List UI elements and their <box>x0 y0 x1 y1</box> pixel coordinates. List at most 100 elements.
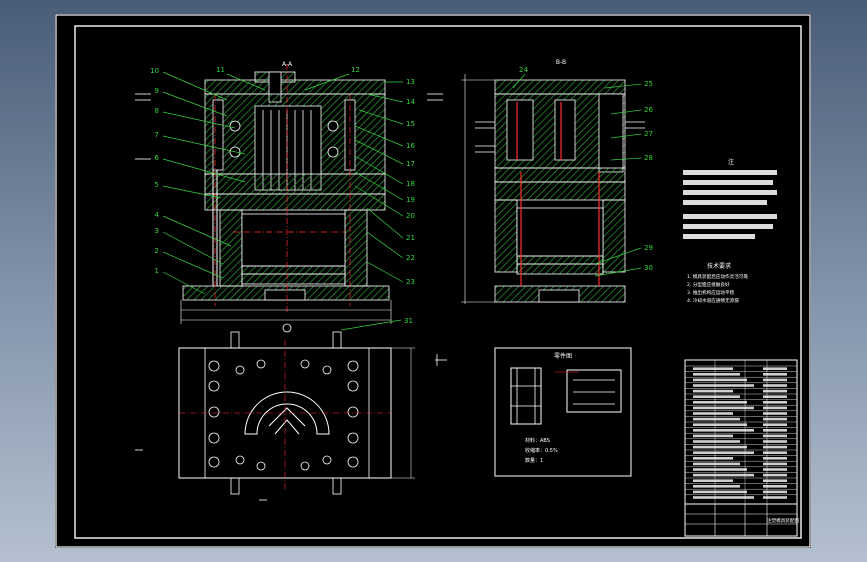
bom-row-entry <box>693 378 747 382</box>
bom-row-entry <box>693 373 740 376</box>
drawing-sheet: A-A <box>55 14 811 548</box>
part-number: 22 <box>406 254 415 262</box>
bom-row-entry <box>693 473 754 477</box>
inner-frame <box>74 25 802 539</box>
bom-row-entry <box>693 367 733 370</box>
bom-row-entry <box>763 373 787 376</box>
part-number: 18 <box>406 180 415 188</box>
tech-req-line: 1. 模具装配后应动作灵活可靠 <box>687 273 748 280</box>
part-labels-left: 10 9 8 7 6 5 4 3 2 1 <box>150 67 246 295</box>
bom-row-entry <box>763 496 787 499</box>
bom-row-entry <box>763 440 787 443</box>
bom-row-entry <box>693 384 754 387</box>
section-b-view: B-B <box>461 59 645 304</box>
bom-row-entry <box>693 457 733 460</box>
bom-row-entry <box>693 417 740 421</box>
section-a-label: A-A <box>282 61 293 68</box>
part-labels-section-b: 24 25 26 27 28 29 30 <box>512 66 653 277</box>
bom-row-entry <box>763 445 787 449</box>
bom-row-entry <box>763 473 787 477</box>
bom-row-entry <box>693 451 754 454</box>
bom-row-entry <box>693 395 740 398</box>
part-number: 21 <box>406 234 415 242</box>
bom-row-entry <box>693 468 747 471</box>
tech-req-line: 3. 推出机构应运动平稳 <box>687 289 735 296</box>
bom-row-entry <box>763 395 787 398</box>
bom-row-entry <box>693 479 733 482</box>
bom-row-entry <box>763 434 787 438</box>
bom-row-entry <box>693 462 740 466</box>
bom-row-entry <box>763 417 787 421</box>
part-number: 27 <box>644 130 653 138</box>
bom-row-entry <box>693 406 754 410</box>
part-number: 11 <box>216 66 225 74</box>
part-number: 26 <box>644 106 653 114</box>
parts-view-note: 材料：ABS <box>525 437 550 444</box>
part-label-bottom: 31 <box>340 317 413 331</box>
bom-row-entry <box>763 423 787 426</box>
title-block: 注塑模具装配图 <box>684 359 800 537</box>
bom-row-entry <box>763 378 787 382</box>
part-number: 13 <box>406 78 415 86</box>
bom-row-entry <box>693 434 733 438</box>
tech-req-title: 技术要求 <box>707 262 731 270</box>
bom-row-entry <box>763 468 787 471</box>
part-number: 25 <box>644 80 653 88</box>
bom-row-entry <box>763 429 787 432</box>
part-number: 10 <box>150 67 159 75</box>
part-number: 8 <box>155 107 159 115</box>
bom-row-entry <box>693 423 747 426</box>
drawing-canvas: A-A <box>55 14 811 548</box>
parts-view-title: 零件图 <box>554 352 572 360</box>
bom-row-entry <box>763 457 787 460</box>
bom-row-entry <box>693 490 747 494</box>
bom-row-entry <box>763 479 787 482</box>
part-number: 6 <box>155 154 160 162</box>
part-number: 19 <box>406 196 415 204</box>
bom-row-entry <box>763 406 787 410</box>
part-number: 7 <box>155 131 159 139</box>
part-number: 24 <box>519 66 528 74</box>
part-number: 31 <box>404 317 413 325</box>
part-number: 28 <box>644 154 653 162</box>
bom-row-entry <box>693 429 754 432</box>
part-number: 16 <box>406 142 415 150</box>
bom-row-entry <box>763 490 787 494</box>
part-number: 9 <box>155 87 159 95</box>
parts-view-note: 收缩率：0.5% <box>525 447 558 454</box>
part-number: 29 <box>644 244 653 252</box>
bom-row-entry <box>763 384 787 387</box>
bom-row-entry <box>693 412 733 415</box>
notes-title: 注 <box>728 158 734 166</box>
bom-row-entry <box>763 485 787 488</box>
part-number: 12 <box>351 66 360 74</box>
bom-row-entry <box>763 401 787 404</box>
bom-table <box>685 360 797 504</box>
title-block-name: 注塑模具装配图 <box>767 517 800 524</box>
bom-row-entry <box>693 401 747 404</box>
bom-row-entry <box>763 451 787 454</box>
bom-row-entry <box>693 485 740 488</box>
part-number: 14 <box>406 98 415 106</box>
bom-row-entry <box>763 367 787 370</box>
bom-row-entry <box>763 412 787 415</box>
tech-req-line: 2. 分型面应接触良好 <box>687 281 730 288</box>
bom-row-entry <box>763 389 787 393</box>
bom-row-entry <box>693 440 740 443</box>
part-number: 2 <box>155 247 159 255</box>
bom-row-entry <box>693 496 754 499</box>
bom-row-entry <box>693 445 747 449</box>
part-number: 1 <box>155 267 159 275</box>
parts-detail-view: 零件图 材料：ABS 收缩率：0.5% 数量：1 <box>494 347 632 477</box>
part-number: 17 <box>406 160 415 168</box>
plan-view <box>135 331 447 501</box>
part-number: 23 <box>406 278 415 286</box>
part-number: 30 <box>644 264 653 272</box>
part-number: 5 <box>155 181 159 189</box>
outer-frame <box>55 14 811 548</box>
section-a-view: A-A <box>135 61 392 333</box>
bom-row-entry <box>693 389 733 393</box>
part-number: 3 <box>155 227 159 235</box>
part-labels-right: 13 14 15 16 17 18 19 20 21 22 23 <box>354 78 443 286</box>
